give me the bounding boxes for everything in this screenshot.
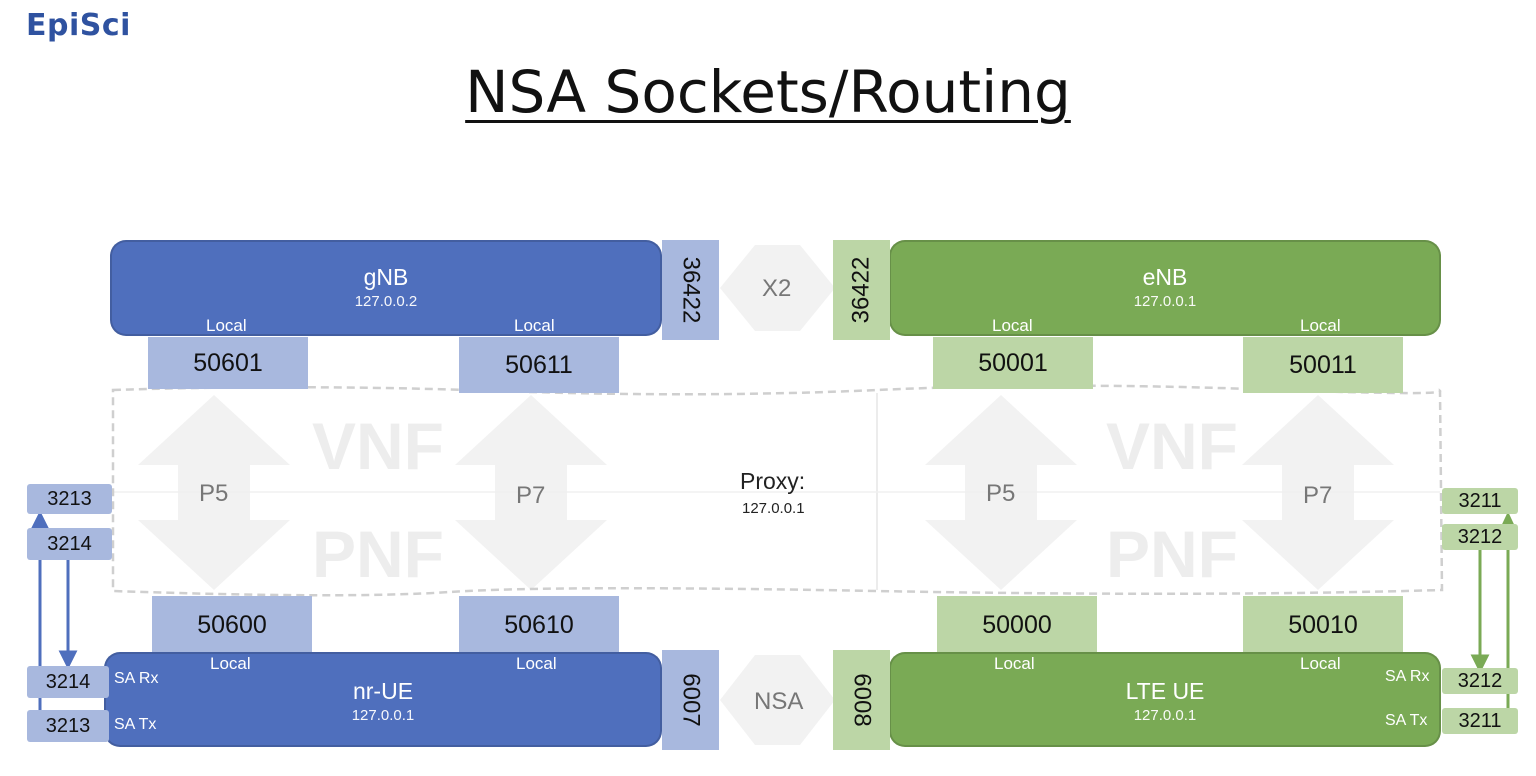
lteue-local-left: Local	[994, 654, 1035, 673]
gnb-x2-port-text: 36422	[677, 256, 705, 324]
left-side-port-a: 3213	[27, 484, 112, 514]
lteue-nsa-port: 6008	[833, 650, 890, 750]
gnb-port-right: 50611	[459, 337, 619, 393]
nrue-nsa-port: 6007	[662, 650, 719, 750]
pnf-label-left: PNF	[312, 517, 444, 591]
lteue-sa-rx: SA Rx	[1385, 668, 1430, 685]
p7-label-gnb: P7	[516, 482, 546, 509]
nrue-name: nr-UE	[352, 678, 414, 704]
nrue-node: nr-UE 127.0.0.1	[104, 652, 662, 747]
gnb-local-left: Local	[206, 316, 247, 335]
enb-local-left: Local	[992, 316, 1033, 335]
enb-x2-port-text: 36422	[847, 256, 875, 324]
p7-label-enb: P7	[1303, 482, 1333, 509]
right-side-port-c: 3212	[1442, 668, 1518, 694]
lteue-port-right: 50010	[1243, 596, 1403, 654]
proxy-ip: 127.0.0.1	[742, 500, 805, 517]
vnf-label-right: VNF	[1106, 409, 1238, 483]
nrue-port-left: 50600	[152, 596, 312, 654]
nrue-port-right: 50610	[459, 596, 619, 654]
gnb-x2-port: 36422	[662, 240, 719, 340]
proxy-label: Proxy:	[740, 468, 806, 494]
enb-port-right: 50011	[1243, 337, 1403, 393]
lteue-port-left: 50000	[937, 596, 1097, 654]
gnb-name: gNB	[363, 264, 409, 290]
lteue-nsa-port-text: 6008	[848, 673, 876, 727]
x2-link-label: X2	[762, 275, 792, 302]
gnb-node: gNB 127.0.0.2	[110, 240, 662, 336]
nrue-sa-rx: SA Rx	[114, 670, 159, 687]
episci-logo: EpiSci	[26, 8, 131, 43]
left-side-port-b: 3214	[27, 528, 112, 560]
page-title: NSA Sockets/Routing	[465, 58, 1071, 126]
gnb-local-right: Local	[514, 316, 555, 335]
nrue-local-left: Local	[210, 654, 251, 673]
nrue-ip: 127.0.0.1	[351, 707, 415, 724]
left-side-port-c: 3214	[27, 666, 109, 698]
gnb-port-left: 50601	[148, 337, 308, 389]
lteue-name: LTE UE	[1125, 678, 1205, 704]
right-side-port-d: 3211	[1442, 708, 1518, 734]
enb-node: eNB 127.0.0.1	[889, 240, 1441, 336]
enb-ip: 127.0.0.1	[1133, 293, 1197, 310]
nsa-arrow	[720, 655, 835, 745]
x2-arrow	[720, 245, 835, 331]
lteue-ip: 127.0.0.1	[1133, 707, 1197, 724]
lteue-node: LTE UE 127.0.0.1	[889, 652, 1441, 747]
gnb-ip: 127.0.0.2	[354, 293, 418, 310]
enb-port-left: 50001	[933, 337, 1093, 389]
nrue-nsa-port-text: 6007	[677, 673, 705, 727]
vnf-label-left: VNF	[312, 409, 444, 483]
p5-label-enb: P5	[986, 480, 1016, 507]
enb-local-right: Local	[1300, 316, 1341, 335]
p5-label-gnb: P5	[199, 480, 229, 507]
enb-name: eNB	[1142, 264, 1188, 290]
lteue-local-right: Local	[1300, 654, 1341, 673]
right-side-port-a: 3211	[1442, 488, 1518, 514]
nrue-local-right: Local	[516, 654, 557, 673]
enb-x2-port: 36422	[833, 240, 890, 340]
lteue-sa-tx: SA Tx	[1385, 712, 1428, 729]
pnf-label-right: PNF	[1106, 517, 1238, 591]
nsa-link-label: NSA	[754, 688, 804, 715]
nrue-sa-tx: SA Tx	[114, 716, 157, 733]
left-side-port-d: 3213	[27, 710, 109, 742]
right-side-port-b: 3212	[1442, 524, 1518, 550]
